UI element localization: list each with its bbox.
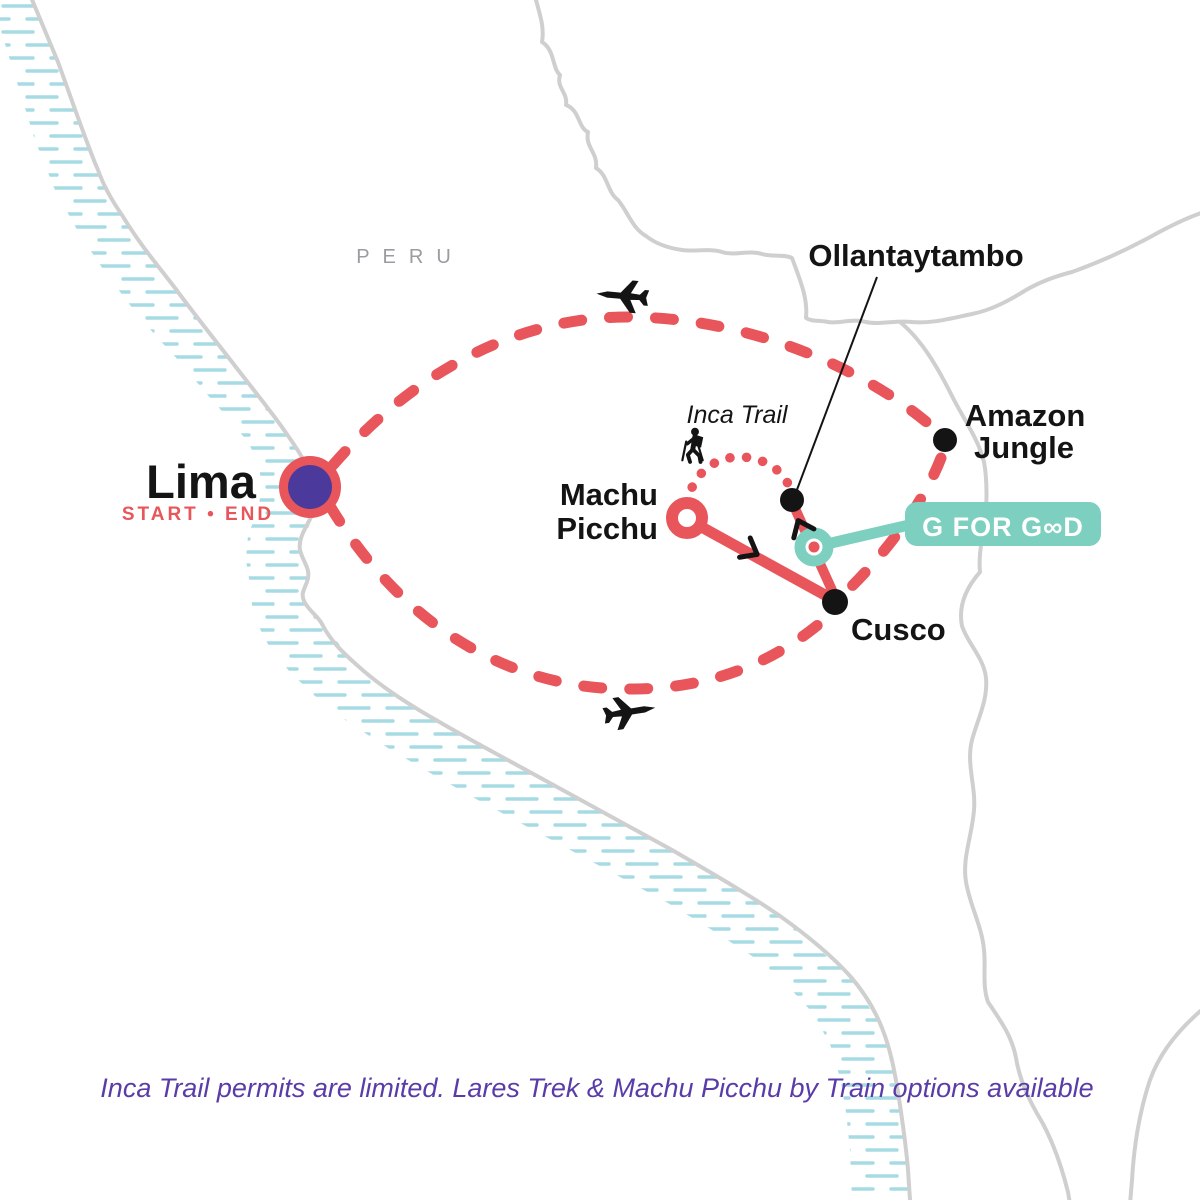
inca-trail-label: Inca Trail	[687, 401, 789, 429]
route-arrow-to-ollantaytambo	[791, 518, 817, 541]
border-east	[898, 320, 1072, 1200]
route-flight-north-arc	[327, 311, 943, 471]
amazon-jungle-marker	[933, 428, 957, 452]
coastline	[30, 0, 912, 1200]
g-for-good-badge-label: G FOR G∞D	[922, 512, 1084, 542]
country-label: PERU	[356, 246, 464, 268]
lima-marker	[288, 465, 332, 509]
g-for-good-badge	[905, 502, 1101, 546]
route-machu-picchu-to-cusco	[681, 513, 840, 606]
airplane-icon-east	[601, 691, 658, 732]
border-southeast	[1128, 1008, 1200, 1200]
hiker-icon	[681, 427, 704, 464]
airplane-icon-west	[595, 277, 650, 315]
g-for-good-node-center	[808, 541, 820, 553]
amazon-jungle-label-line1: Amazon	[965, 398, 1086, 433]
border-north	[533, 0, 1200, 325]
cusco-label: Cusco	[851, 612, 946, 647]
machu-picchu-label-line2: Picchu	[556, 511, 658, 546]
machu-picchu-label-line1: Machu	[560, 477, 658, 512]
ocean-hatching	[0, 0, 910, 1200]
ollantaytambo-leader-line	[794, 276, 878, 496]
ollantaytambo-marker	[780, 488, 804, 512]
caption-text: Inca Trail permits are limited. Lares Tr…	[100, 1073, 1093, 1103]
route-inca-trail-dotted	[682, 452, 796, 508]
route-flight-south-arc	[324, 500, 825, 695]
amazon-jungle-label-line2: Jungle	[974, 430, 1074, 465]
lima-start-end-label: START • END	[122, 504, 274, 525]
route-amazon-to-cusco	[846, 452, 947, 592]
machu-picchu-marker	[666, 497, 708, 539]
lima-marker-ring	[279, 456, 341, 518]
ollantaytambo-label: Ollantaytambo	[808, 238, 1023, 273]
route-arrow-to-cusco	[737, 535, 760, 560]
cusco-marker	[822, 589, 848, 615]
lima-label: Lima	[146, 455, 257, 508]
